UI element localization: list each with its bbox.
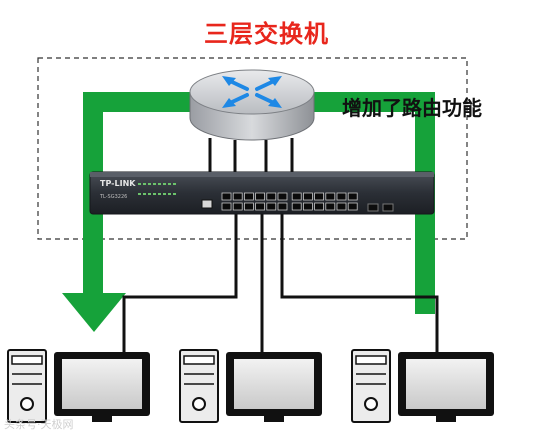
sfp-slot [382, 203, 394, 212]
ethernet-port [302, 192, 313, 201]
pc-left [7, 349, 150, 423]
ethernet-port [325, 192, 336, 201]
router-links [208, 138, 294, 172]
page-title: 三层交换机 [204, 20, 329, 48]
pc-monitor [226, 352, 322, 422]
ethernet-port [314, 192, 325, 201]
ethernet-port [221, 202, 232, 211]
ethernet-port [291, 202, 302, 211]
routing-feature-label: 增加了路由功能 [342, 96, 482, 120]
ethernet-port [325, 202, 336, 211]
pc-tower [7, 349, 47, 423]
switch-model-label: TL-SG3226 [99, 194, 127, 200]
pc-middle [179, 349, 322, 423]
pc-monitor [398, 352, 494, 422]
pc-monitor [54, 352, 150, 422]
ethernet-port [277, 202, 288, 211]
router-icon [189, 69, 315, 141]
switch-brand-label: TP-LINK [100, 179, 136, 188]
switch-led-panel [138, 183, 176, 195]
ethernet-port [221, 192, 232, 201]
ethernet-port [255, 202, 266, 211]
ethernet-port [336, 202, 347, 211]
ethernet-port [255, 192, 266, 201]
ethernet-port [336, 192, 347, 201]
pc-tower [179, 349, 219, 423]
ethernet-port [266, 192, 277, 201]
ethernet-port [347, 192, 358, 201]
switch-boundary [37, 57, 468, 240]
ethernet-port [243, 202, 254, 211]
ethernet-port [266, 202, 277, 211]
watermark: 头条号·天极网 [4, 418, 74, 431]
routing-path-arrow [62, 92, 435, 332]
ethernet-port [232, 202, 243, 211]
network-links [122, 212, 439, 352]
sfp-slot [367, 203, 379, 212]
router-arrows [228, 79, 276, 105]
ethernet-port [277, 192, 288, 201]
ethernet-port [314, 202, 325, 211]
ethernet-port [347, 202, 358, 211]
ethernet-port [232, 192, 243, 201]
pc-right [351, 349, 494, 423]
ethernet-port [291, 192, 302, 201]
switch-device: TP-LINK TL-SG3226 [89, 171, 435, 215]
console-port [201, 199, 213, 209]
ethernet-port-grid [221, 192, 358, 211]
pc-tower [351, 349, 391, 423]
ethernet-port [302, 202, 313, 211]
ethernet-port [243, 192, 254, 201]
